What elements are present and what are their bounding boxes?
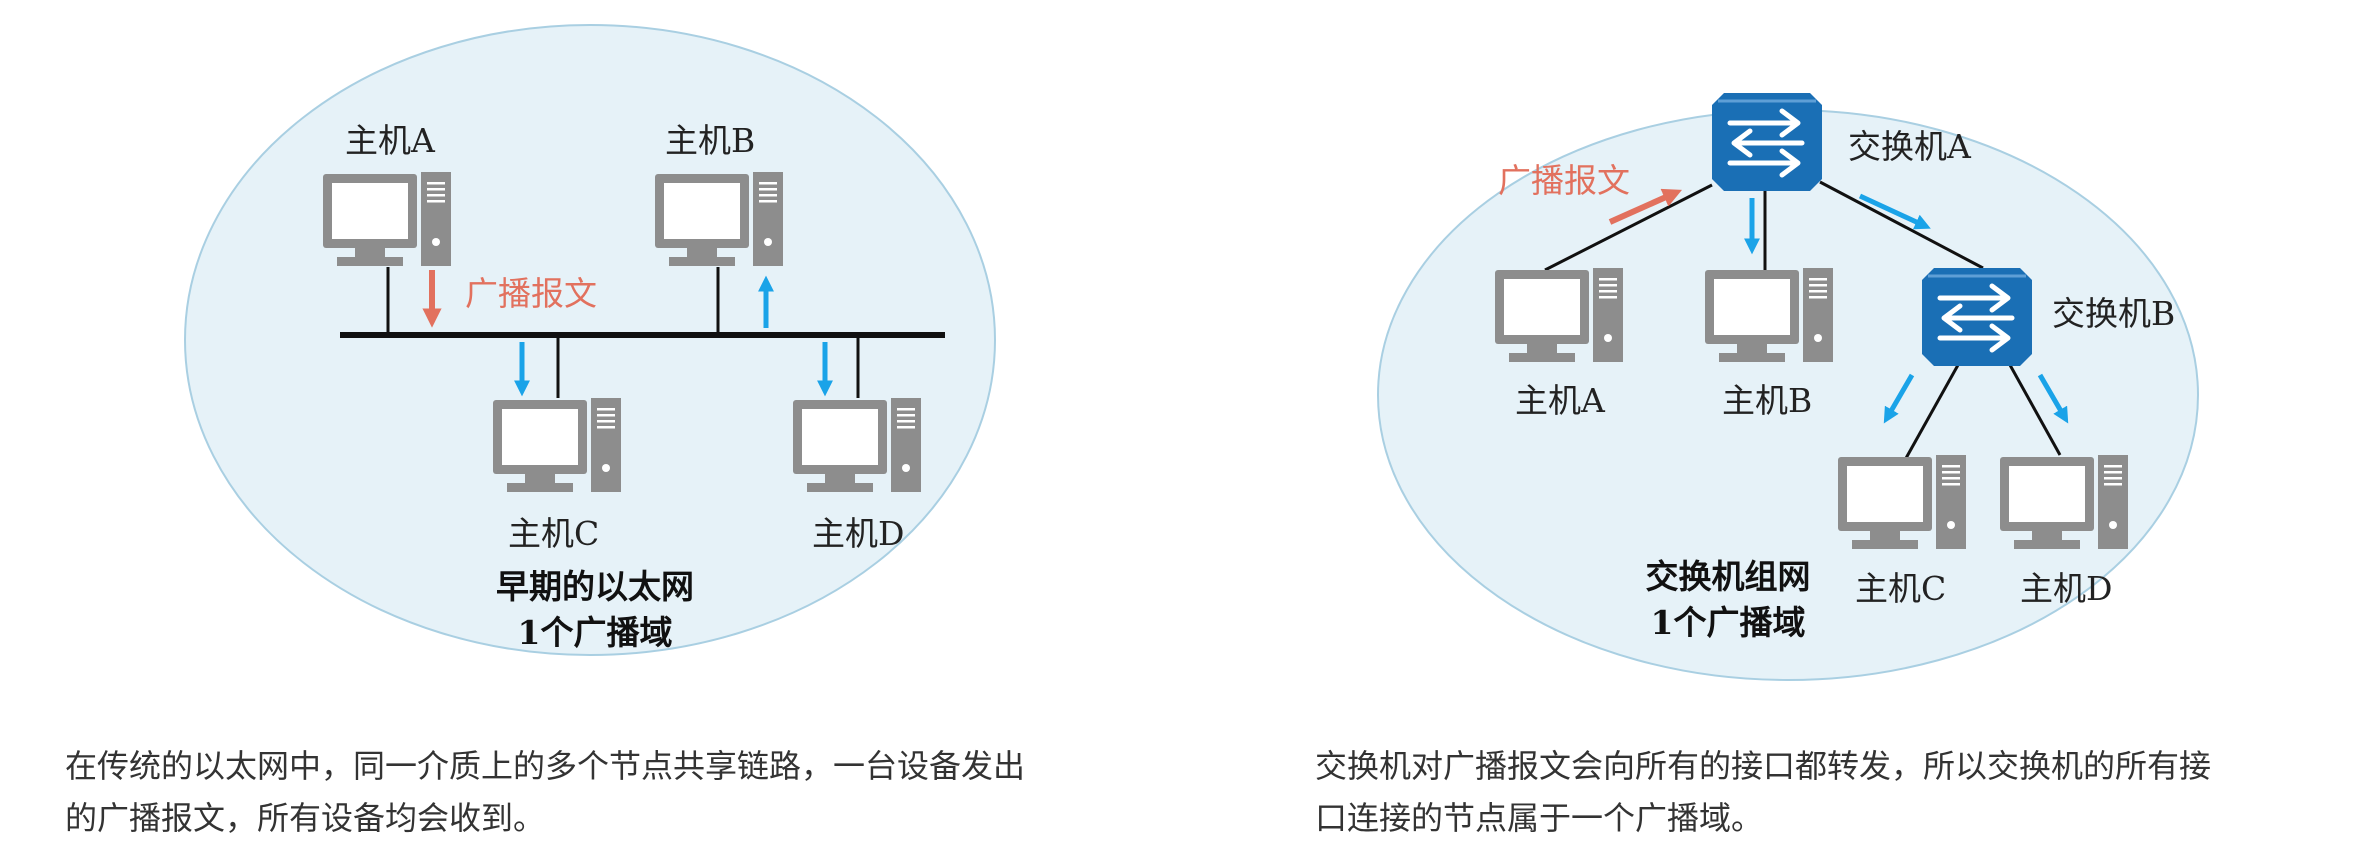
right-host-b-label: 主机B: [1722, 381, 1812, 420]
right-host-d-label: 主机D: [2020, 569, 2112, 608]
right-description-line1: 交换机对广播报文会向所有的接口都转发，所以交换机的所有接: [1315, 747, 2212, 785]
switch-a-to-host-a-link: [1544, 183, 1713, 272]
left-diagram: 主机A 主机B 主机C 主机D 广播报文 早期的以太网 1个广播域: [184, 24, 996, 656]
switch-b-to-host-c-link: [1903, 364, 1960, 461]
left-caption-subtitle: 1个广播域: [518, 613, 673, 652]
host-b-label: 主机B: [665, 121, 755, 160]
switch-b-icon: [1922, 268, 2032, 366]
broadcast-ingress-arrow-icon: [1608, 188, 1683, 225]
switch-b-to-host-d-link: [2008, 364, 2062, 456]
host-a-label: 主机A: [345, 121, 436, 160]
switch-a-label: 交换机A: [1848, 127, 1972, 166]
left-description-line1: 在传统的以太网中，同一介质上的多个节点共享链路，一台设备发出: [65, 747, 1026, 785]
switch-a-icon: [1712, 93, 1822, 191]
right-broadcast-packet-label: 广播报文: [1498, 161, 1630, 200]
right-host-c-label: 主机C: [1855, 569, 1946, 608]
forward-arrow-host-d-icon: [2037, 373, 2069, 424]
left-description-line2: 的广播报文，所有设备均会收到。: [65, 799, 546, 837]
broadcast-packet-label: 广播报文: [465, 274, 597, 313]
right-caption-subtitle: 1个广播域: [1651, 603, 1806, 642]
host-d-label: 主机D: [812, 514, 904, 553]
forward-arrow-host-c-icon: [1883, 373, 1915, 424]
left-broadcast-domain-ellipse: [184, 24, 996, 656]
right-caption-title: 交换机组网: [1646, 557, 1811, 596]
right-diagram: 交换机A 交换机B 主机A 主机B 主机C 主机D 广播报文 交换机组网 1个广…: [1377, 93, 2199, 681]
right-description-line2: 口连接的节点属于一个广播域。: [1315, 799, 1764, 837]
switch-a-to-switch-b-link: [1819, 180, 1984, 270]
switch-b-label: 交换机B: [2052, 294, 2175, 333]
forward-arrow-switch-b-icon: [1858, 193, 1931, 230]
host-c-label: 主机C: [508, 514, 599, 553]
left-caption-title: 早期的以太网: [496, 567, 694, 606]
left-description: 在传统的以太网中，同一介质上的多个节点共享链路，一台设备发出 的广播报文，所有设…: [65, 740, 1025, 844]
right-description: 交换机对广播报文会向所有的接口都转发，所以交换机的所有接 口连接的节点属于一个广…: [1315, 740, 2211, 844]
right-host-a-label: 主机A: [1515, 381, 1606, 420]
